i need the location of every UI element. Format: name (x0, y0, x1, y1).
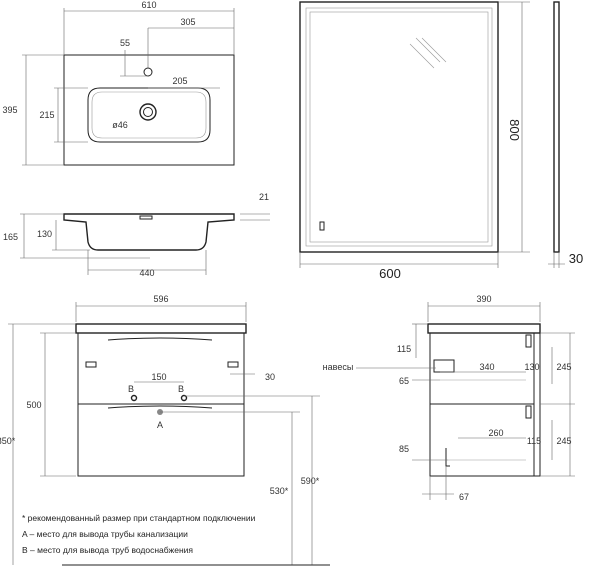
cabinet-depth-label: 390 (476, 294, 491, 304)
notes: * рекомендованный размер при стандартном… (22, 513, 256, 555)
basin-side-total-label: 165 (3, 232, 18, 242)
basin-side-view: 165 130 21 440 (3, 192, 270, 278)
lower-inner-label: 260 (488, 428, 503, 438)
lower-height-label: 245 (556, 436, 571, 446)
supply-height-label: 590* (301, 476, 320, 486)
bottom-offset-label: 67 (459, 492, 469, 502)
cabinet-front-view: B B A 150 30 596 500 850* 530* 590* (0, 294, 330, 566)
mirror-front-view: 800 600 (299, 1, 530, 281)
basin-width-label: 610 (141, 0, 156, 10)
note-recommended: * рекомендованный размер при стандартном… (22, 513, 256, 523)
cabinet-total-height-label: 850* (0, 436, 16, 446)
hinge-offset-label: 30 (265, 372, 275, 382)
basin-rim-label: 21 (259, 192, 269, 202)
mirror-depth-label: 30 (569, 251, 583, 266)
drain-label: A (157, 420, 163, 430)
upper-right-label: 130 (524, 362, 539, 372)
side-top-offset-label: 115 (397, 344, 411, 354)
note-drain: A – место для вывода трубы канализации (22, 529, 188, 539)
drain-height-label: 530* (270, 486, 289, 496)
bowl-half-label: 205 (172, 76, 187, 86)
mirror-height-label: 800 (507, 119, 522, 141)
cabinet-side-view: навесы 390 115 340 65 130 245 260 85 115… (323, 294, 575, 502)
basin-top-view: 610 305 55 205 395 215 ø46 (2, 0, 235, 166)
bowl-depth-label: 215 (39, 110, 54, 120)
cabinet-width-label: 596 (153, 294, 168, 304)
basin-side-width-label: 440 (139, 268, 154, 278)
supply-label-1: B (128, 384, 134, 394)
upper-left-label: 65 (399, 376, 409, 386)
lower-left-label: 85 (399, 444, 409, 454)
tap-offset-label: 55 (120, 38, 130, 48)
mirror-width-label: 600 (379, 266, 401, 281)
mirror-side-view: 30 (548, 1, 583, 268)
note-supply: B – место для вывода труб водоснабжения (22, 545, 193, 555)
pipe-spacing-label: 150 (151, 372, 166, 382)
supply-label-2: B (178, 384, 184, 394)
upper-height-label: 245 (556, 362, 571, 372)
upper-inner-label: 340 (479, 362, 494, 372)
basin-depth-label: 395 (2, 105, 17, 115)
basin-side-bowl-label: 130 (37, 229, 52, 239)
drain-diameter-label: ø46 (112, 120, 128, 130)
cabinet-body-height-label: 500 (26, 400, 41, 410)
lower-right-label: 115 (527, 436, 541, 446)
hinge-label: навесы (323, 362, 354, 372)
basin-half-width-label: 305 (180, 17, 195, 27)
